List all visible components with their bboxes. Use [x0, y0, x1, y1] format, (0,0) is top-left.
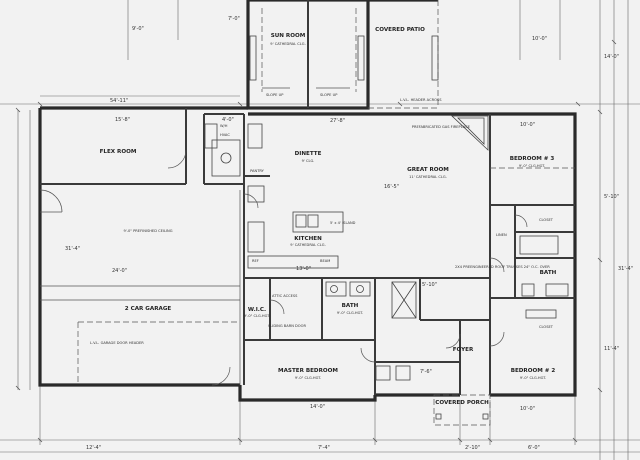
- ref-note: REF: [252, 259, 259, 263]
- dim-great-room-depth: 16'-5": [384, 184, 399, 190]
- fixtures: [204, 115, 575, 381]
- dim-top-left: 7'-0": [228, 16, 240, 22]
- sun-room-label: SUN ROOM: [271, 33, 306, 39]
- covered-porch-label: COVERED PORCH: [435, 400, 489, 406]
- door-swings: [167, 149, 528, 386]
- bedroom-2-note: 9'-0" CLG.HGT.: [520, 376, 546, 380]
- garage-door-note: L.V.L. GARAGE DOOR HEADER: [90, 341, 144, 345]
- sun-room-area: [246, 0, 439, 110]
- garage-label: 2 CAR GARAGE: [125, 306, 172, 312]
- great-room-note: 11' CATHEDRAL CLG.: [409, 175, 447, 179]
- bedroom-3-label: BEDROOM # 3: [510, 156, 555, 162]
- closet-a-label: CLOSET: [539, 218, 554, 222]
- dim-closet-width: 4'-0": [222, 117, 234, 123]
- dim-top-overall: 54'-11": [110, 98, 128, 104]
- dim-left-1: 31'-4": [65, 246, 80, 252]
- great-room-label: GREAT ROOM: [407, 167, 449, 173]
- bedroom-3-note: 9'-0" CLG.HGT.: [519, 164, 545, 168]
- dim-top-mid: 9'-0": [132, 26, 144, 32]
- kitchen-note: 9' CATHEDRAL CLG.: [290, 243, 325, 247]
- covered-patio-line: COVERED PATIO: [375, 27, 425, 33]
- bedroom-2-label: BEDROOM # 2: [511, 368, 556, 374]
- garage-area: [39, 189, 241, 385]
- dim-bed2-width: 10'-0": [520, 406, 535, 412]
- dim-flex-width: 15'-8": [115, 117, 130, 123]
- dim-bath-width: 5'-10": [422, 282, 437, 288]
- dim-dinette-width: 27'-8": [330, 118, 345, 124]
- fireplace-note: PREFABRICATED GAS FIREPLACE: [412, 125, 471, 129]
- linen-note: LINEN: [496, 233, 507, 237]
- covered-porch-area: [433, 394, 491, 426]
- dinette-label: DINETTE: [295, 151, 322, 157]
- header-note: L.V.L. HEADER ACROSS: [400, 98, 442, 102]
- master-bath-note: 9'-0" CLG.HGT.: [337, 311, 363, 315]
- dim-foyer-width: 7'-6": [420, 369, 432, 375]
- dim-right-3: 31'-4": [618, 266, 633, 272]
- dim-bottom-3: 2'-10": [465, 445, 480, 451]
- barn-door-note: SLIDING BARN DOOR: [268, 324, 306, 328]
- covered-patio-label: COVERED PATIO: [375, 27, 425, 33]
- slope-up-right: SLOPE UP: [320, 93, 338, 97]
- dinette-note: 9' CLG.: [302, 159, 315, 163]
- dim-right-4: 11'-4": [604, 346, 619, 352]
- kitchen-label: KITCHEN: [294, 236, 322, 242]
- wh-note: W/H: [220, 124, 228, 128]
- hvac-note: HVAC: [220, 133, 230, 137]
- dim-bed3-width: 10'-0": [520, 122, 535, 128]
- dim-garage-width: 24'-0": [112, 268, 127, 274]
- master-bedroom-note: 9'-0" CLG.HGT.: [295, 376, 321, 380]
- wic-label: W.I.C.: [248, 307, 266, 313]
- foyer-label: FOYER: [453, 347, 474, 353]
- island-note: 5' x 4' ISLAND: [330, 221, 356, 225]
- dim-bottom-1: 12'-4": [86, 445, 101, 451]
- pantry-label: PANTRY: [250, 169, 265, 173]
- wic-note: 9'-0" CLG.HGT.: [244, 314, 270, 318]
- hall-bath-label: BATH: [540, 270, 557, 276]
- beam-note: BEAM: [320, 259, 330, 263]
- dim-top-right: 10'-0": [532, 36, 547, 42]
- master-bedroom-label: MASTER BEDROOM: [278, 368, 338, 374]
- closet-b-label: CLOSET: [539, 325, 554, 329]
- dim-master-width: 14'-0": [310, 404, 325, 410]
- attic-note: ATTIC ACCESS: [272, 294, 298, 298]
- sun-room-note: 9' CATHEDRAL CLG.: [270, 42, 305, 46]
- garage-note: 9'-0" PREFINISHED CEILING: [123, 229, 172, 233]
- master-bath-label: BATH: [342, 303, 359, 309]
- slope-up-left: SLOPE UP: [266, 93, 284, 97]
- dim-kitchen-width: 13'-0": [296, 266, 311, 272]
- dim-bottom-2: 7'-4": [318, 445, 330, 451]
- dim-right-1: 14'-0": [604, 54, 619, 60]
- flex-room-label: FLEX ROOM: [100, 149, 137, 155]
- trusses-note: 2X4 PREENGINEERED ROOF TRUSSES 24" O.C. …: [455, 265, 550, 269]
- dim-bottom-4: 6'-0": [528, 445, 540, 451]
- dim-right-2: 5'-10": [604, 194, 619, 200]
